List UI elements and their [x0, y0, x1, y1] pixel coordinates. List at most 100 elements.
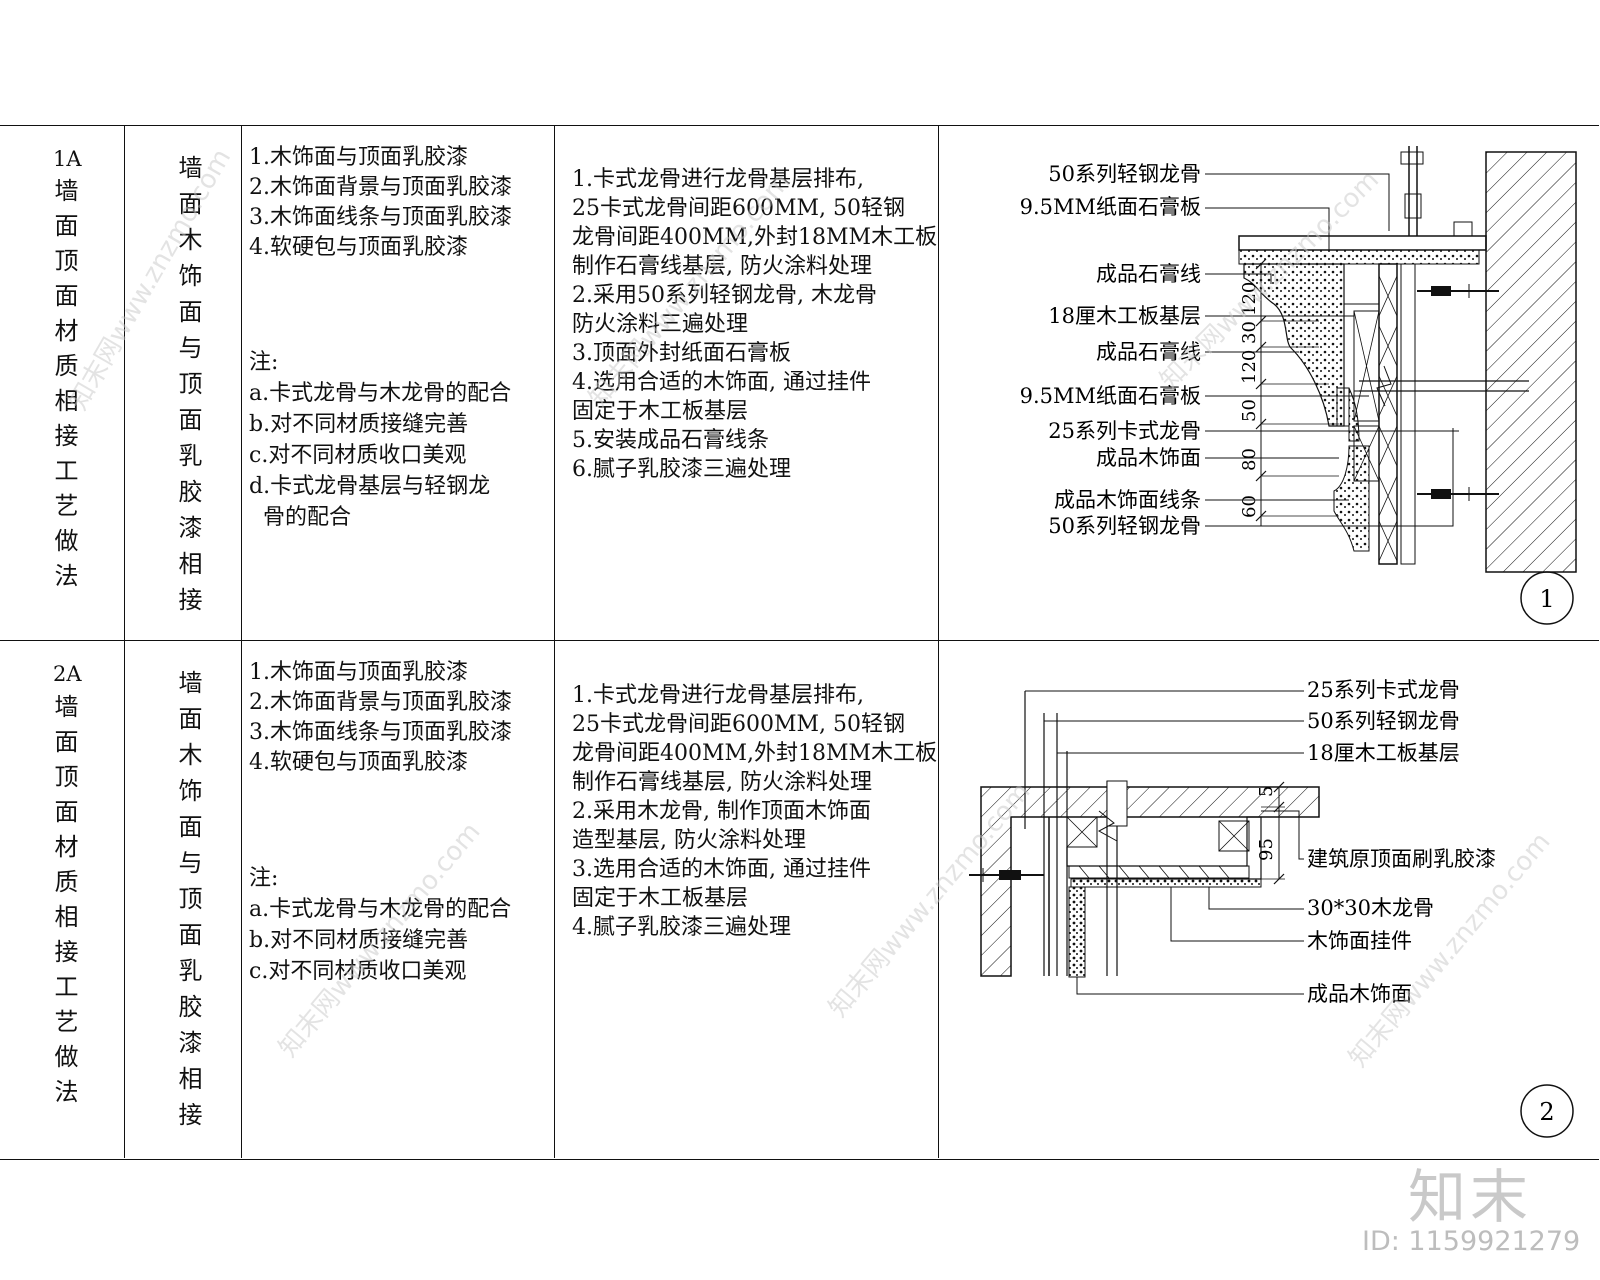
gypsum-cornice [1243, 263, 1345, 427]
note: d.卡式龙骨基层与轻钢龙 [249, 474, 491, 499]
drawing-label: 建筑原顶面刷乳胶漆 [1307, 847, 1496, 871]
drawing-label: 50系列轻钢龙骨 [1048, 514, 1201, 538]
column-divider [124, 125, 125, 1158]
column-divider [938, 125, 939, 1158]
item: 2.木饰面背景与顶面乳胶漆 [249, 690, 512, 715]
step: 防火涂料三遍处理 [572, 312, 749, 337]
wood-board-layer [1378, 263, 1398, 565]
step: 4.选用合适的木饰面, 通过挂件 [572, 370, 871, 395]
notes: 注: a.卡式龙骨与木龙骨的配合 b.对不同材质接缝完善 c.对不同材质收口美观… [249, 347, 511, 533]
step: 6.腻子乳胶漆三遍处理 [572, 457, 791, 482]
drawing-label: 成品石膏线 [1096, 262, 1201, 286]
drawing-label: 成品石膏线 [1096, 340, 1201, 364]
hanger-clip [1400, 151, 1424, 165]
drawing-label: 成品木饰面 [1307, 982, 1412, 1006]
drawing-label: 18厘木工板基层 [1048, 304, 1201, 328]
step: 1.卡式龙骨进行龙骨基层排布, [572, 167, 864, 192]
wood-keel [1343, 263, 1380, 305]
row-divider [0, 640, 1599, 641]
detail-drawing-1: 120 30 120 50 80 60 50系列轻钢龙骨 9.5MM纸面石膏板 … [1020, 146, 1577, 625]
note: a.卡式龙骨与木龙骨的配合 [249, 381, 512, 406]
step: 25卡式龙骨间距600MM, 50轻钢 [572, 712, 906, 737]
step: 固定于木工板基层 [572, 399, 749, 424]
item: 2.木饰面背景与顶面乳胶漆 [249, 175, 512, 200]
item-list: 1.木饰面与顶面乳胶漆 2.木饰面背景与顶面乳胶漆 3.木饰面线条与顶面乳胶漆 … [249, 658, 512, 778]
dimension-label: 5 [1256, 786, 1277, 797]
row-code: 2A [53, 662, 82, 686]
step: 3.选用合适的木饰面, 通过挂件 [572, 857, 871, 882]
detail-number-circle [1520, 571, 1574, 625]
dimension-label: 30 [1239, 321, 1260, 344]
item: 3.木饰面线条与顶面乳胶漆 [249, 720, 512, 745]
drawing-label: 木饰面挂件 [1307, 929, 1412, 953]
step: 25卡式龙骨间距600MM, 50轻钢 [572, 196, 906, 221]
row-name: 墙面木饰面与顶面乳胶漆相接 [174, 670, 202, 1138]
leader-lines [1205, 173, 1459, 527]
break-symbol [1097, 810, 1118, 842]
drawing-label: 50系列轻钢龙骨 [1048, 162, 1201, 186]
leader-lines [1025, 690, 1304, 995]
anchor-bolt [1417, 284, 1499, 298]
dimension-label: 60 [1239, 495, 1260, 518]
concrete-wall [1485, 151, 1577, 573]
wood-veneer [1070, 878, 1262, 888]
drawing-label: 成品木饰面线条 [1054, 488, 1201, 512]
wood-keel [1066, 816, 1098, 848]
detail-number-circle [1520, 1084, 1574, 1138]
process-steps: 1.卡式龙骨进行龙骨基层排布, 25卡式龙骨间距600MM, 50轻钢 龙骨间距… [572, 681, 957, 942]
column-divider [241, 125, 242, 1158]
dimension-label: 120 [1239, 282, 1260, 316]
row-name: 墙面木饰面与顶面乳胶漆相接 [174, 155, 202, 623]
step: 3.顶面外封纸面石膏板 [572, 341, 791, 366]
wood-board-layer [1066, 816, 1262, 880]
spec-table [0, 125, 1599, 1160]
detail-number: 1 [1539, 585, 1554, 613]
drawing-label: 18厘木工板基层 [1307, 741, 1460, 765]
item: 4.软硬包与顶面乳胶漆 [249, 750, 468, 775]
note: 骨的配合 [249, 505, 351, 530]
row-category: 墙面顶面材质相接工艺做法 [50, 178, 78, 598]
process-steps: 1.卡式龙骨进行龙骨基层排布, 25卡式龙骨间距600MM, 50轻钢 龙骨间距… [572, 165, 957, 484]
detail-number: 2 [1539, 1098, 1554, 1126]
notes: 注: a.卡式龙骨与木龙骨的配合 b.对不同材质接缝完善 c.对不同材质收口美观 [249, 863, 511, 987]
item: 4.软硬包与顶面乳胶漆 [249, 235, 468, 260]
step: 制作石膏线基层, 防火涂料处理 [572, 254, 872, 279]
step: 4.腻子乳胶漆三遍处理 [572, 915, 791, 940]
anchor-bolt [1417, 487, 1499, 501]
step: 固定于木工板基层 [572, 886, 749, 911]
dimension-label: 120 [1239, 350, 1260, 384]
detail-drawing-2: 5 95 25系列卡式龙骨 50系列轻钢龙骨 18厘木工板基层 建筑原顶面刷乳胶… [969, 678, 1574, 1138]
wood-veneer-vertical [1068, 886, 1086, 978]
step: 2.采用50系列轻钢龙骨, 木龙骨 [572, 283, 877, 308]
wood-keel [1218, 820, 1250, 852]
step: 制作石膏线基层, 防火涂料处理 [572, 770, 872, 795]
dimension-label: 95 [1256, 838, 1277, 861]
dimension-label: 50 [1239, 399, 1260, 422]
drawing-label: 25系列卡式龙骨 [1307, 678, 1460, 702]
row-code: 1A [53, 147, 82, 171]
step: 5.安装成品石膏线条 [572, 428, 769, 453]
step: 造型基层, 防火涂料处理 [572, 828, 806, 853]
anchor-bolt [969, 868, 1044, 882]
note: c.对不同材质收口美观 [249, 959, 467, 984]
step: 2.采用木龙骨, 制作顶面木饰面 [572, 799, 871, 824]
drawing-label: 成品木饰面 [1096, 446, 1201, 470]
note: b.对不同材质接缝完善 [249, 928, 469, 953]
step: 龙骨间距400MM,外封18MM木工板 [572, 741, 938, 766]
break-symbol [1376, 365, 1392, 407]
watermark-id: ID: 1159921279 [1362, 1226, 1581, 1257]
row-category: 墙面顶面材质相接工艺做法 [50, 694, 78, 1114]
drawing-label: 9.5MM纸面石膏板 [1020, 384, 1201, 408]
note: a.卡式龙骨与木龙骨的配合 [249, 897, 512, 922]
item: 3.木饰面线条与顶面乳胶漆 [249, 205, 512, 230]
wood-trim [1333, 445, 1370, 552]
item: 1.木饰面与顶面乳胶漆 [249, 145, 468, 170]
note-title: 注: [249, 350, 279, 375]
drawing-label: 50系列轻钢龙骨 [1307, 709, 1460, 733]
drawing-label: 9.5MM纸面石膏板 [1020, 195, 1201, 219]
column-divider [554, 125, 555, 1158]
note: b.对不同材质接缝完善 [249, 412, 469, 437]
drawing-label: 25系列卡式龙骨 [1048, 419, 1201, 443]
step: 1.卡式龙骨进行龙骨基层排布, [572, 683, 864, 708]
watermark-logo: 知末 [1408, 1163, 1533, 1231]
